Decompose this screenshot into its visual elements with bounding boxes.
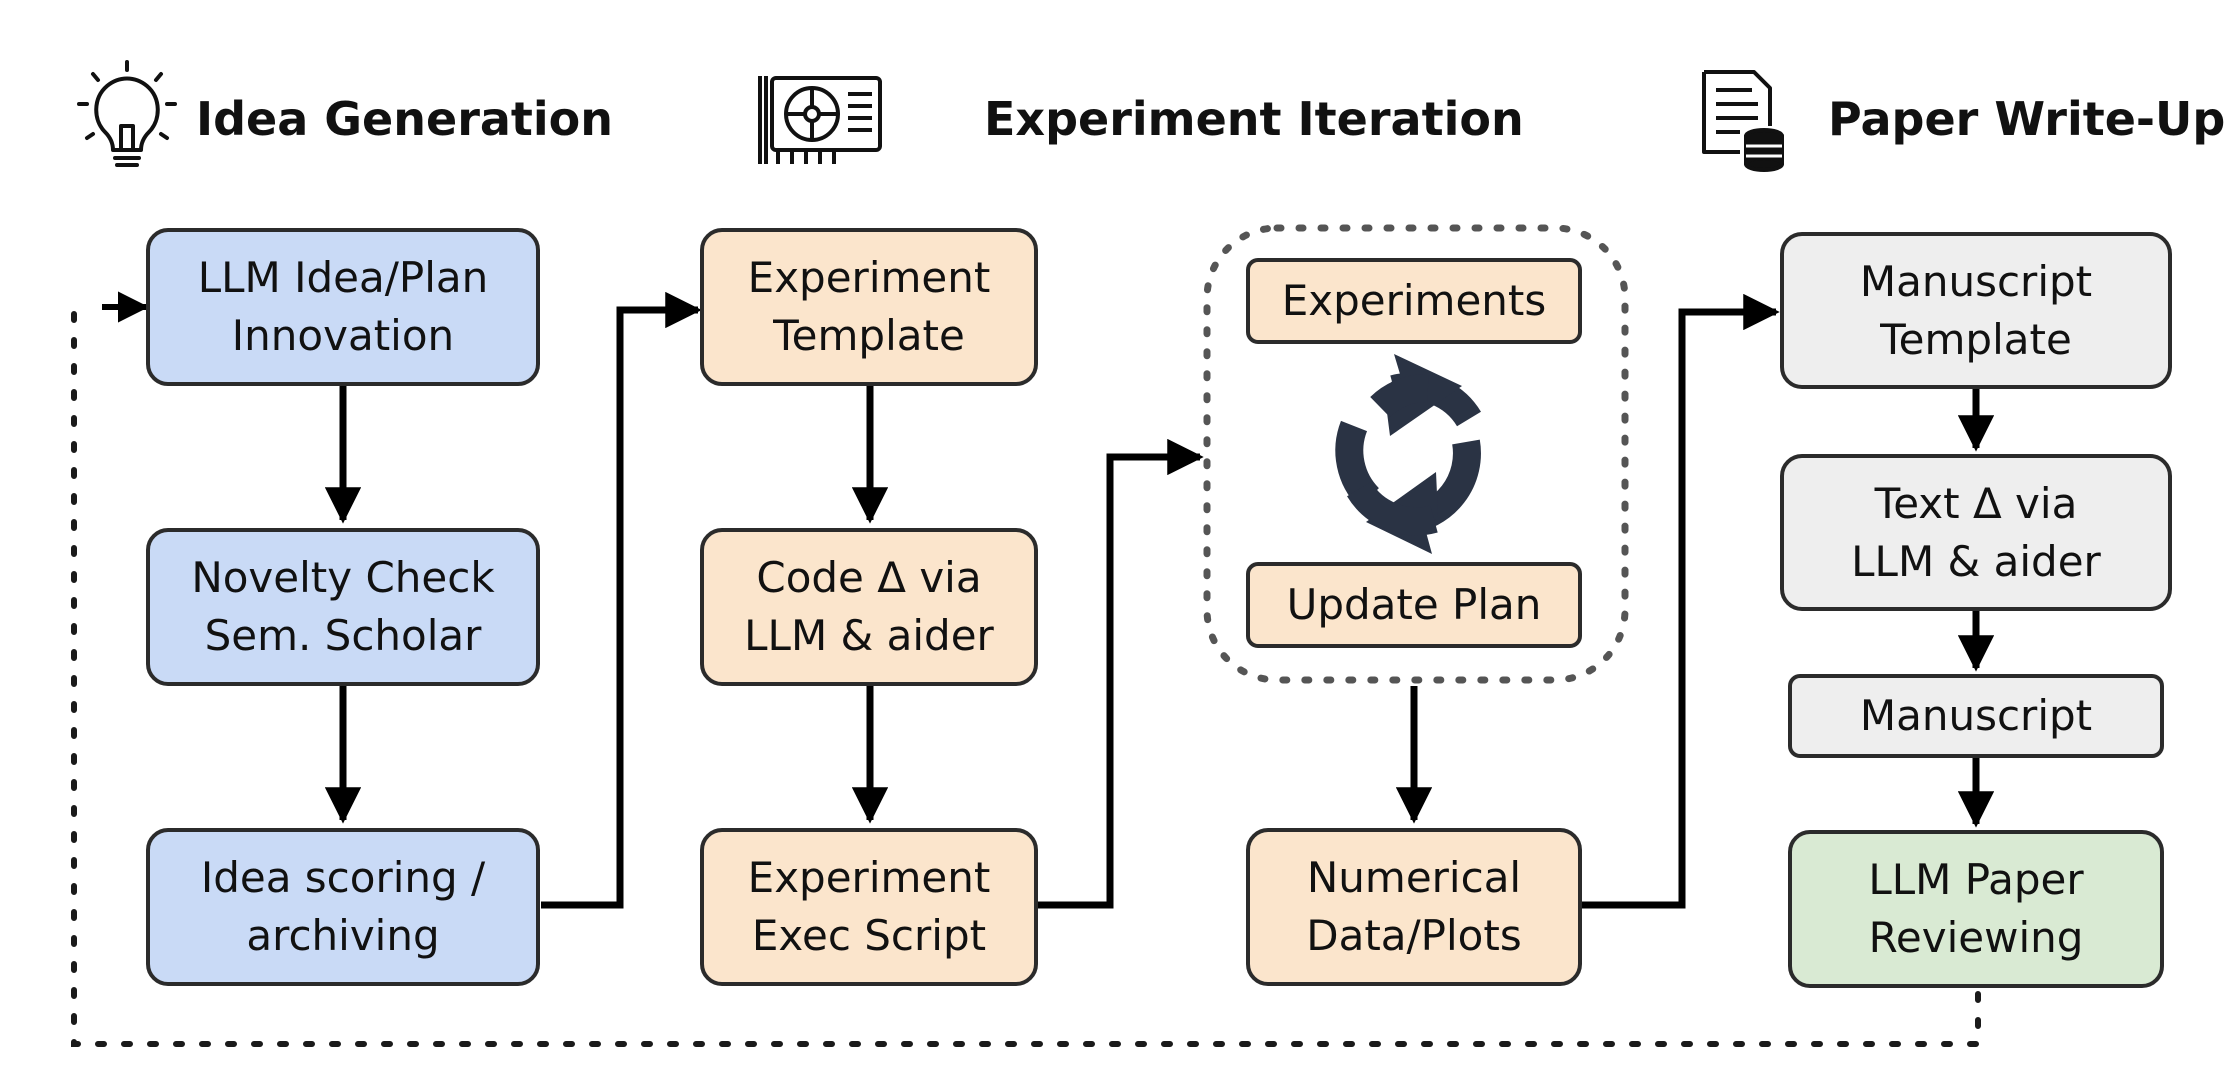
experiments-box: Experiments (1246, 258, 1582, 344)
section-title-paper-write-up: Paper Write-Up (1828, 92, 2226, 146)
box-line: Novelty Check (191, 553, 495, 603)
box-line: Template (773, 311, 965, 360)
box-line: Text Δ via (1874, 478, 2078, 528)
arrow-numerical-to-ms-template (1582, 293, 1780, 909)
box-line: Experiment (747, 853, 991, 903)
box-line: Sem. Scholar (204, 611, 482, 660)
box-line: archiving (246, 911, 440, 960)
box-line: Data/Plots (1306, 911, 1522, 960)
box-line: LLM Idea/Plan (197, 253, 489, 303)
gpu-card-icon (758, 76, 882, 164)
box-line: Code Δ via (756, 553, 982, 603)
box-line: Numerical (1306, 853, 1522, 903)
box-line: Innovation (231, 311, 455, 360)
arrow-exec-to-loop (1038, 438, 1204, 909)
feedback-loop-connector (71, 304, 1981, 1047)
iteration-loop-container (1203, 224, 1629, 684)
box-line: LLM & aider (744, 611, 994, 660)
box-line: Manuscript (1859, 691, 2093, 741)
box-line: Manuscript (1859, 256, 2093, 306)
box-line: Template (1880, 314, 2072, 364)
lightbulb-icon (77, 60, 177, 167)
box-line: Reviewing (1868, 913, 2084, 962)
box-line: LLM Paper (1868, 855, 2084, 905)
box-line: Exec Script (751, 911, 987, 960)
manuscript-box: Manuscript (1788, 674, 2164, 758)
document-database-icon (1702, 70, 1784, 172)
refresh-cycle-icon (1335, 354, 1481, 554)
idea-scoring-archiving-box: Idea scoring / archiving (146, 828, 540, 986)
update-plan-box: Update Plan (1246, 562, 1582, 648)
box-line: LLM & aider (1851, 536, 2101, 586)
arrow-scoring-to-exp-template (541, 291, 702, 909)
box-line: Experiments (1281, 276, 1547, 326)
section-title-experiment-iteration: Experiment Iteration (984, 92, 1524, 146)
box-line: Idea scoring / (200, 853, 486, 903)
section-title-idea-generation: Idea Generation (196, 92, 614, 146)
box-line: Update Plan (1286, 580, 1542, 630)
box-line: Experiment (747, 253, 991, 303)
